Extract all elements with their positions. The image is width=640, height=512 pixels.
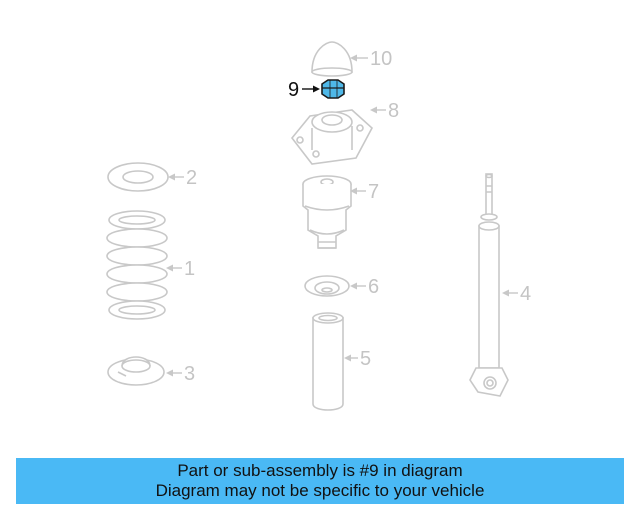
part-1-coil-spring[interactable]	[106, 210, 168, 320]
callout-3[interactable]: 3	[184, 363, 195, 385]
part-5-dust-boot[interactable]	[312, 312, 344, 411]
part-9-nut[interactable]	[321, 79, 345, 99]
part-2-spring-pad[interactable]	[107, 162, 169, 192]
part-7-bump-stop[interactable]	[302, 175, 352, 249]
banner-line-part: Part or sub-assembly is #9 in diagram	[177, 461, 463, 480]
leader-lines	[166, 54, 518, 377]
part-6-spring-seat[interactable]	[304, 275, 350, 297]
callout-8[interactable]: 8	[388, 100, 399, 122]
part-4-shock-absorber[interactable]	[469, 173, 509, 397]
part-10-dust-cap[interactable]	[311, 41, 353, 77]
banner-line-disclaimer: Diagram may not be specific to your vehi…	[155, 481, 485, 500]
callout-1[interactable]: 1	[184, 258, 195, 280]
callout-5[interactable]: 5	[360, 348, 371, 370]
info-banner: Part or sub-assembly is #9 in diagram Di…	[16, 458, 624, 504]
callout-7[interactable]: 7	[368, 181, 379, 203]
callout-10[interactable]: 10	[370, 48, 392, 70]
callout-9[interactable]: 9	[288, 79, 299, 101]
parts-diagram: 10 9 8 7 6 5 4 2 1 3	[106, 41, 531, 411]
part-3-lower-spring-seat[interactable]	[107, 356, 165, 386]
part-8-strut-mount[interactable]	[290, 109, 374, 165]
callout-6[interactable]: 6	[368, 276, 379, 298]
callout-2[interactable]: 2	[186, 167, 197, 189]
callout-4[interactable]: 4	[520, 283, 531, 305]
